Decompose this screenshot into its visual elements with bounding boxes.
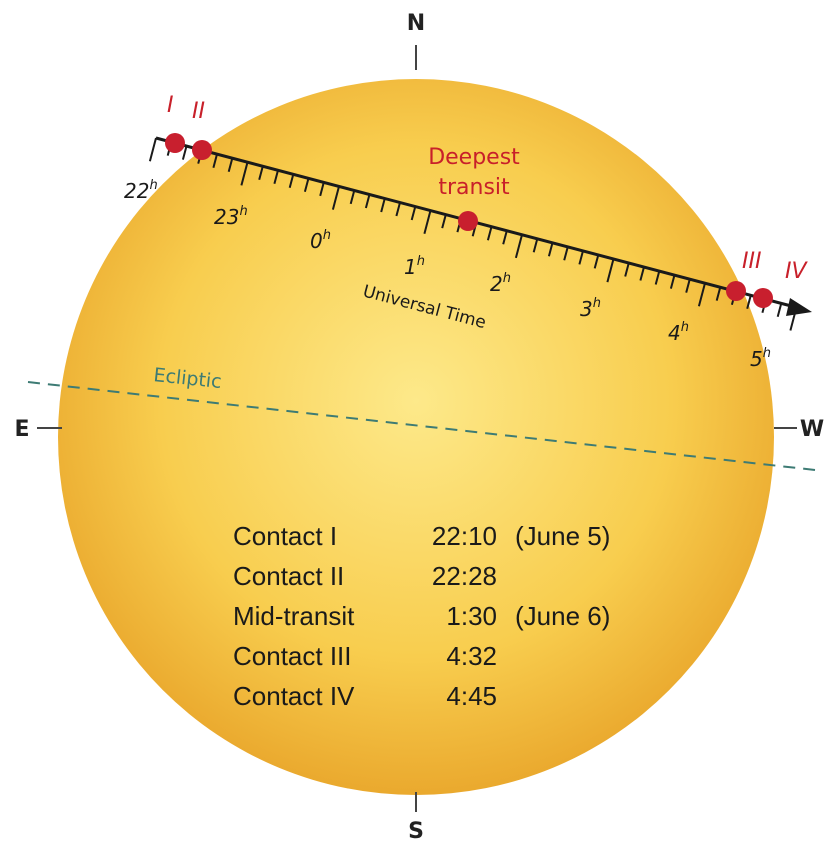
- table-row-2-time: 22:28: [432, 561, 497, 591]
- hour-tick: [697, 282, 706, 307]
- minute-tick: [593, 254, 600, 269]
- hour-tick: [514, 234, 523, 259]
- compass-east: E: [14, 417, 29, 442]
- hour-tick: [606, 258, 615, 283]
- minute-tick: [624, 262, 630, 277]
- hour-label-5: 5h: [750, 346, 771, 371]
- minute-tick: [547, 242, 554, 257]
- hour-tick: [148, 137, 157, 162]
- hour-label-22: 22h: [124, 178, 158, 203]
- hour-tick: [789, 307, 798, 331]
- table-row-4-time: 4:32: [446, 641, 497, 671]
- minute-tick: [410, 206, 417, 221]
- hour-label-3: 3h: [580, 296, 601, 321]
- minute-tick: [654, 270, 661, 285]
- table-row-3-event: Mid-transit: [233, 601, 355, 631]
- compass-north: N: [407, 11, 425, 36]
- deepest-transit-label-line2: transit: [438, 175, 510, 200]
- minute-tick: [349, 190, 356, 205]
- contact-times-table: Contact I 22:10 (June 5) Contact II 22:2…: [233, 521, 610, 711]
- minute-tick: [502, 230, 508, 245]
- minute-tick: [746, 294, 752, 309]
- minute-tick: [578, 250, 584, 265]
- sun-disk: [58, 79, 774, 795]
- venus-deepest-transit: [458, 211, 478, 231]
- contact-label-i: I: [167, 93, 174, 118]
- contact-label-iv: IV: [785, 259, 808, 284]
- minute-tick: [227, 157, 234, 172]
- table-row-4-event: Contact III: [233, 641, 352, 671]
- venus-contact-iii: [726, 281, 746, 301]
- deepest-transit-label-line1: Deepest: [428, 145, 520, 170]
- compass-west: W: [800, 417, 824, 442]
- minute-tick: [380, 198, 386, 213]
- venus-contact-iv: [753, 288, 773, 308]
- venus-contact-ii: [192, 140, 212, 160]
- table-row-1-date: (June 5): [515, 521, 610, 551]
- table-row-1-event: Contact I: [233, 521, 337, 551]
- minute-tick: [486, 226, 493, 241]
- minute-tick: [685, 278, 691, 293]
- hour-label-4: 4h: [668, 320, 689, 345]
- hour-tick: [423, 210, 432, 234]
- minute-tick: [364, 194, 371, 209]
- compass-south: S: [408, 819, 424, 842]
- hour-tick: [240, 161, 249, 186]
- minute-tick: [273, 169, 279, 185]
- contact-label-iii: III: [742, 249, 761, 274]
- minute-tick: [715, 286, 722, 301]
- table-row-5-event: Contact IV: [233, 681, 355, 711]
- table-row-3-date: (June 6): [515, 601, 610, 631]
- minute-tick: [639, 266, 645, 281]
- minute-tick: [669, 274, 676, 289]
- table-row-1-time: 22:10: [432, 521, 497, 551]
- minute-tick: [441, 214, 447, 229]
- transit-path-arrowhead: [786, 298, 812, 316]
- minute-tick: [288, 174, 295, 189]
- minute-tick: [776, 302, 783, 318]
- minute-tick: [212, 153, 218, 168]
- contact-label-ii: II: [192, 99, 205, 124]
- table-row-2-event: Contact II: [233, 561, 344, 591]
- minute-tick: [319, 182, 325, 197]
- table-row-3-time: 1:30: [446, 601, 497, 631]
- minute-tick: [563, 246, 569, 261]
- minute-tick: [303, 178, 310, 193]
- minute-tick: [181, 145, 188, 160]
- hour-label-0: 0h: [310, 228, 331, 253]
- table-row-5-time: 4:45: [446, 681, 497, 711]
- ecliptic-line: [27, 381, 816, 471]
- hour-label-23: 23h: [214, 204, 248, 229]
- hour-label-2: 2h: [490, 271, 511, 296]
- hour-label-1: 1h: [404, 254, 425, 279]
- minute-tick: [258, 165, 264, 180]
- hour-tick: [331, 186, 340, 210]
- minute-tick: [532, 238, 539, 253]
- minute-tick: [395, 202, 401, 217]
- venus-contact-i: [165, 133, 185, 153]
